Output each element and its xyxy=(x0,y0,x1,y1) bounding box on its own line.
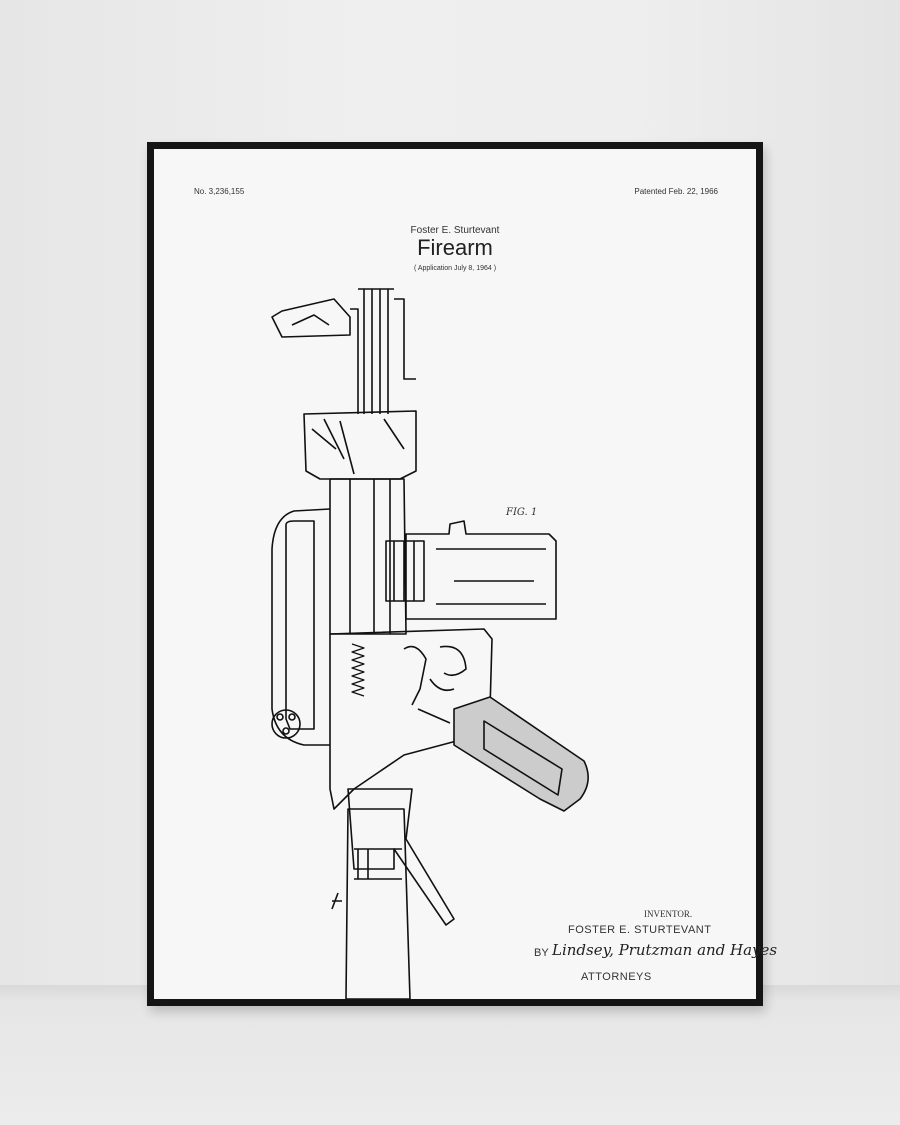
patent-date: Patented Feb. 22, 1966 xyxy=(634,187,718,196)
charging-handle xyxy=(271,508,331,746)
application-date: ( Application July 8, 1964 ) xyxy=(413,265,497,272)
upper-receiver xyxy=(329,478,407,635)
floor xyxy=(0,985,900,1125)
stock-tube xyxy=(345,808,411,999)
inventor-label: INVENTOR. xyxy=(644,909,693,919)
barrel xyxy=(358,288,394,414)
poster-title: Firearm xyxy=(417,235,493,260)
inventor-caps: FOSTER E. STURTEVANT xyxy=(568,924,712,936)
lower-receiver xyxy=(329,628,493,810)
magazine xyxy=(405,520,557,620)
pistol-grip xyxy=(453,696,589,812)
handguard xyxy=(303,410,417,480)
attorneys-label: ATTORNEYS xyxy=(581,971,652,983)
attorneys-signature: Lindsey, Prutzman and Hayes xyxy=(552,941,778,959)
recoil-spring xyxy=(351,643,365,697)
patent-number: No. 3,236,155 xyxy=(194,187,245,196)
by-label: BY xyxy=(534,947,549,959)
poster-frame: No. 3,236,155 Patented Feb. 22, 1966 Fos… xyxy=(147,142,777,1006)
carry-handle xyxy=(271,298,351,338)
firearm-patent-drawing xyxy=(271,288,589,999)
inventor-name: Foster E. Sturtevant xyxy=(410,225,500,236)
figure-label: FIG. 1 xyxy=(506,507,538,518)
trigger-mechanism xyxy=(403,645,467,724)
